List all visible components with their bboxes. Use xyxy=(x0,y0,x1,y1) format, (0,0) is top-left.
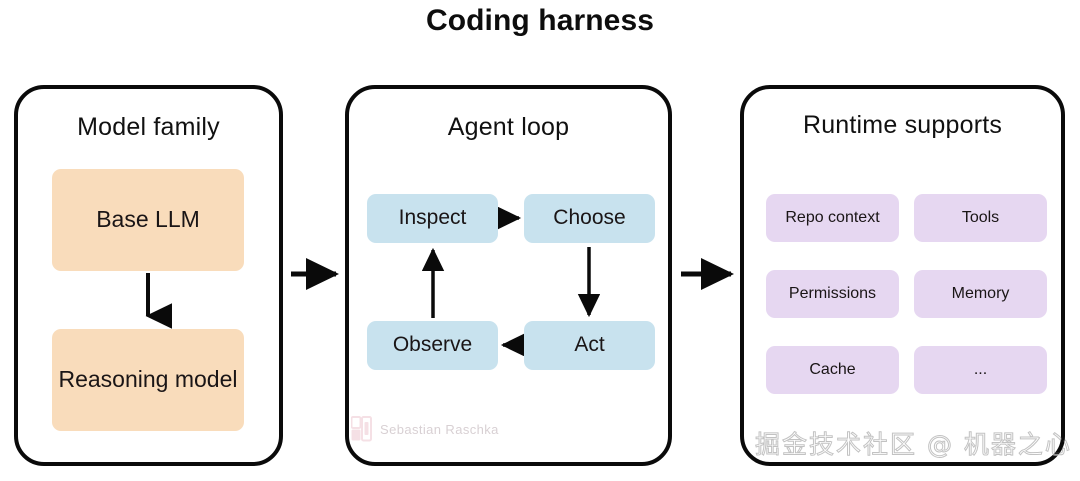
panel-agent-loop: Agent loop Inspect Choose Observe Act xyxy=(345,85,672,466)
node-reasoning-model-label: Reasoning model xyxy=(58,366,238,393)
node-observe-label: Observe xyxy=(392,333,473,357)
node-more-ellipsis[interactable]: ... xyxy=(914,346,1047,394)
watermark-author-text: Sebastian Raschka xyxy=(380,421,499,437)
arrow-layer-agent-loop xyxy=(421,206,601,357)
node-act-label: Act xyxy=(574,333,605,357)
node-inspect-label: Inspect xyxy=(398,206,467,230)
node-inspect[interactable]: Inspect xyxy=(367,194,498,243)
node-repo-context[interactable]: Repo context xyxy=(766,194,899,242)
watermark-community: 掘金技术社区 @ 机器之心 xyxy=(755,430,1072,460)
page-title: Coding harness xyxy=(425,4,655,37)
panel-runtime-supports: Runtime supports Repo context Tools Perm… xyxy=(740,85,1065,466)
node-cache[interactable]: Cache xyxy=(766,346,899,394)
node-tools-label: Tools xyxy=(961,208,1000,226)
watermark-author: Sebastian Raschka xyxy=(351,416,499,442)
panel-title-agent-loop: Agent loop xyxy=(447,113,570,141)
node-observe[interactable]: Observe xyxy=(367,321,498,370)
node-choose-label: Choose xyxy=(553,206,626,230)
raschka-logo-icon xyxy=(351,416,372,442)
panel-title-runtime-supports: Runtime supports xyxy=(802,111,1003,139)
node-reasoning-model[interactable]: Reasoning model xyxy=(52,329,244,431)
node-base-llm[interactable]: Base LLM xyxy=(52,169,244,271)
node-memory-label: Memory xyxy=(951,284,1010,302)
node-tools[interactable]: Tools xyxy=(914,194,1047,242)
node-memory[interactable]: Memory xyxy=(914,270,1047,318)
node-base-llm-label: Base LLM xyxy=(96,206,200,233)
node-permissions[interactable]: Permissions xyxy=(766,270,899,318)
node-choose[interactable]: Choose xyxy=(524,194,655,243)
node-permissions-label: Permissions xyxy=(788,284,877,302)
panel-model-family: Model family Base LLM Reasoning model xyxy=(14,85,283,466)
node-cache-label: Cache xyxy=(809,360,856,378)
node-act[interactable]: Act xyxy=(524,321,655,370)
panel-title-model-family: Model family xyxy=(77,113,220,141)
node-more-ellipsis-label: ... xyxy=(973,360,988,378)
node-repo-context-label: Repo context xyxy=(785,208,880,226)
